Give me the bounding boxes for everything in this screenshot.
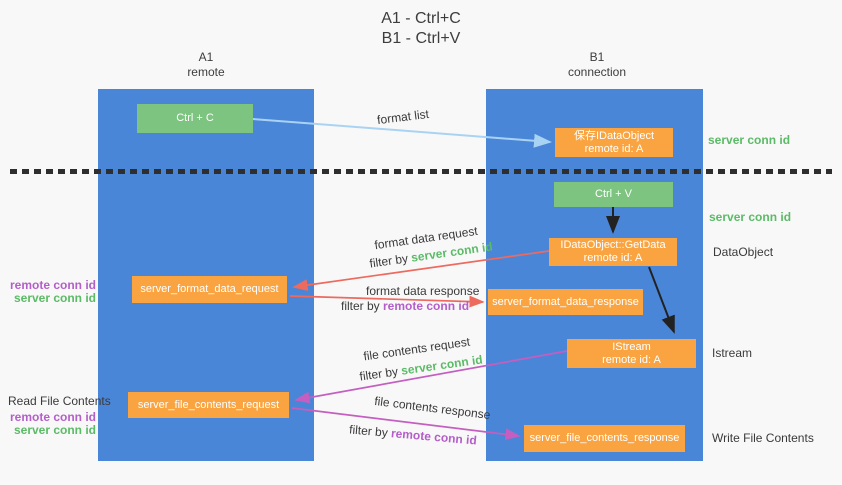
label-filter-by-remote-1: filter by remote conn id: [341, 299, 469, 313]
label-istream: Istream: [712, 346, 753, 360]
label-remote-conn-id-1: remote conn id: [9, 278, 96, 292]
label-server-conn-id-mid: server conn id: [709, 210, 792, 224]
node-format-res-label: server_format_data_response: [492, 295, 639, 308]
node-istream: IStream remote id: A: [567, 339, 696, 368]
node-getdata: IDataObject::GetData remote id: A: [549, 238, 677, 266]
label-write-file-contents: Write File Contents: [712, 431, 814, 445]
label-format-data-response: format data response: [366, 284, 480, 298]
filter-prefix-2: filter by: [341, 299, 384, 313]
lane-a1-title: A1: [198, 50, 214, 64]
node-file-res-label: server_file_contents_response: [529, 432, 680, 444]
label-dataobject: DataObject: [713, 245, 774, 259]
left-conn-id-pair-1: remote conn id server conn id: [0, 279, 96, 305]
label-file-contents-response: file contents response: [373, 393, 492, 423]
node-file-contents-request: server_file_contents_request: [128, 392, 289, 418]
label-server-conn-id-1: server conn id: [13, 291, 96, 305]
node-format-data-request: server_format_data_request: [132, 276, 287, 303]
node-istream-line2: remote id: A: [602, 353, 661, 366]
filter-highlight-4: remote conn id: [390, 426, 478, 448]
lane-header-a1: A1 remote: [146, 50, 266, 80]
node-ctrl-v: Ctrl + V: [554, 182, 673, 207]
filter-prefix-1: filter by: [368, 250, 413, 271]
lane-header-b1: B1 connection: [537, 50, 657, 80]
filter-prefix-3: filter by: [358, 363, 403, 384]
title-line-1: A1 - Ctrl+C: [381, 10, 461, 27]
label-format-list: format list: [376, 106, 430, 128]
node-file-contents-response: server_file_contents_response: [524, 425, 685, 452]
dotted-divider-line: [10, 169, 832, 174]
title-line-2: B1 - Ctrl+V: [381, 30, 461, 47]
node-file-req-label: server_file_contents_request: [137, 398, 280, 411]
label-filter-by-remote-2: filter by remote conn id: [349, 422, 478, 447]
label-server-conn-id-top: server conn id: [708, 133, 791, 147]
node-format-req-label: server_format_data_request: [140, 283, 279, 295]
diagram-title: A1 - Ctrl+C B1 - Ctrl+V: [0, 9, 842, 49]
node-ctrl-c-label: Ctrl + C: [176, 112, 214, 124]
node-ctrl-c: Ctrl + C: [137, 104, 253, 133]
node-istream-line1: IStream: [612, 340, 651, 353]
node-format-data-response: server_format_data_response: [488, 289, 643, 315]
filter-highlight-2: remote conn id: [383, 299, 470, 313]
label-read-file-contents: Read File Contents: [8, 394, 111, 408]
node-save-idataobject: 保存IDataObject remote id: A: [555, 128, 673, 157]
lane-b1-title: B1: [589, 50, 605, 64]
lane-b1-subtitle: connection: [567, 65, 627, 79]
label-server-conn-id-2: server conn id: [13, 423, 96, 437]
node-getdata-line2: remote id: A: [583, 252, 643, 264]
left-conn-id-pair-2: remote conn id server conn id: [0, 411, 96, 437]
filter-prefix-4: filter by: [348, 422, 392, 441]
lane-a1-subtitle: remote: [187, 65, 225, 79]
node-save-line1: 保存IDataObject: [573, 129, 655, 142]
node-save-line2: remote id: A: [584, 142, 644, 155]
node-getdata-line1: IDataObject::GetData: [560, 239, 666, 251]
node-ctrl-v-label: Ctrl + V: [595, 188, 632, 200]
label-remote-conn-id-2: remote conn id: [9, 410, 96, 424]
